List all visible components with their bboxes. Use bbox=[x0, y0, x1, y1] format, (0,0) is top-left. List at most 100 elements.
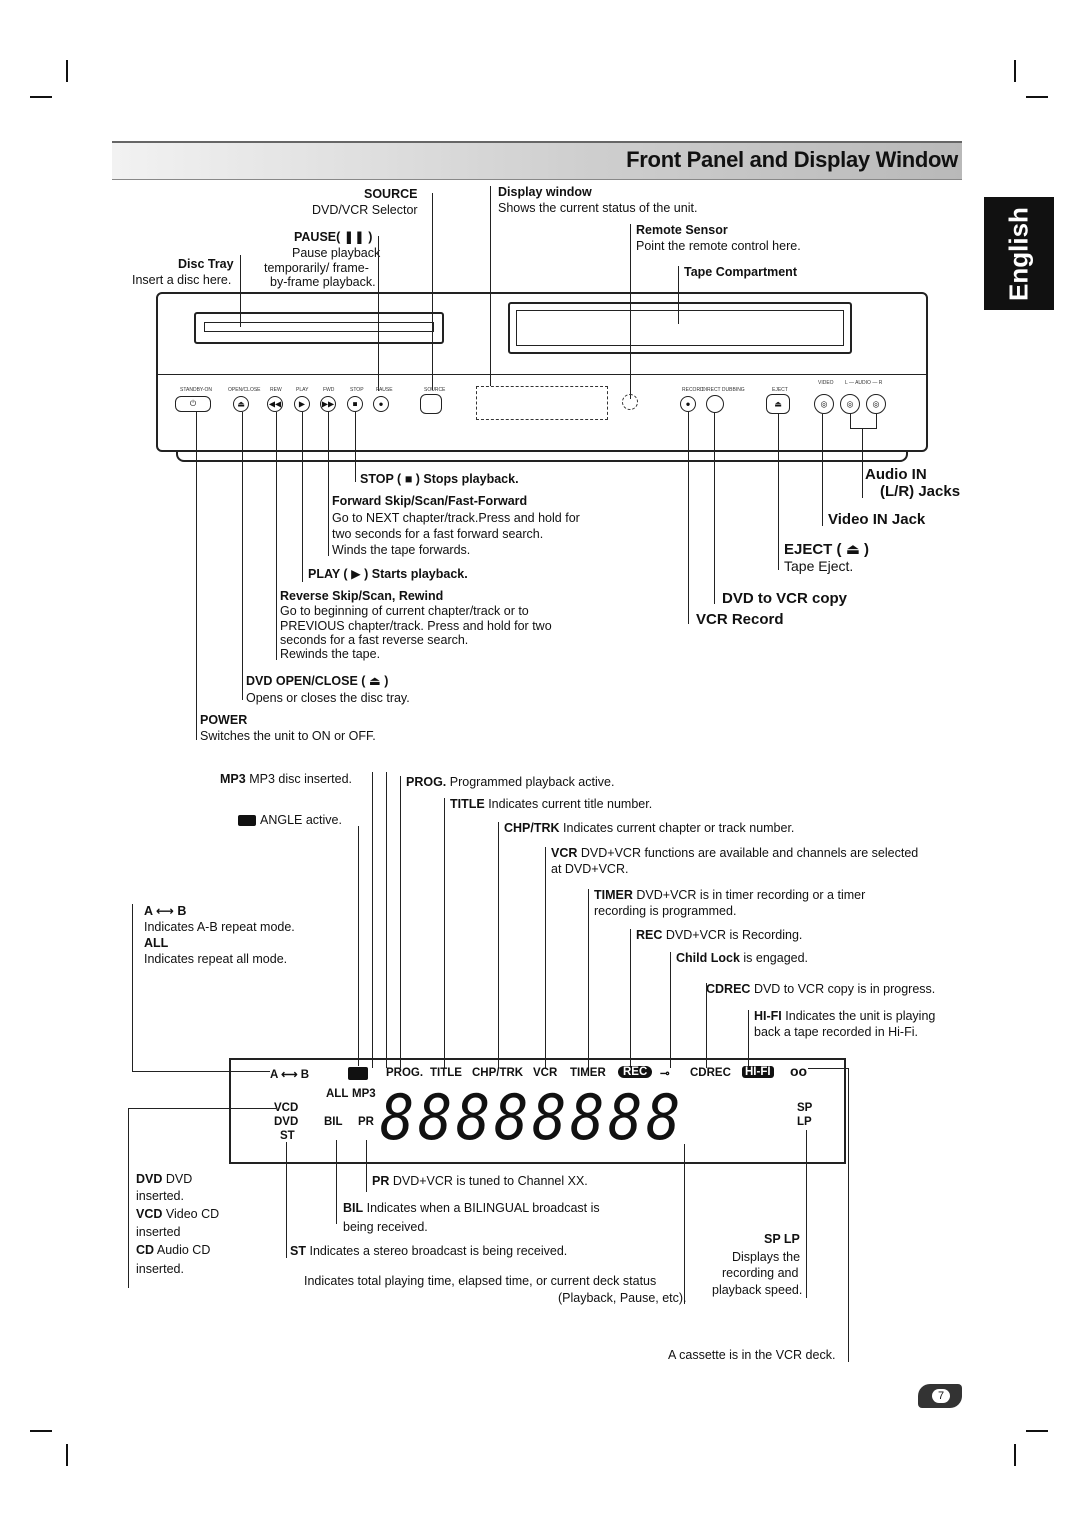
stop-label: STOP ( ■ ) Stops playback. bbox=[360, 472, 519, 486]
reverse-desc-2: PREVIOUS chapter/track. Press and hold f… bbox=[280, 619, 552, 633]
all-annot-desc: Indicates repeat all mode. bbox=[144, 952, 288, 966]
lcd-cassette-icon: oo bbox=[790, 1063, 808, 1079]
display-window-label: Display window bbox=[498, 185, 592, 199]
mp3-annot: MP3 MP3 disc inserted. bbox=[220, 772, 353, 786]
play-icon: ▶ bbox=[351, 567, 361, 581]
power-icon: ⏻ bbox=[189, 399, 197, 408]
crop-mark bbox=[66, 60, 68, 82]
direct-dubbing-button[interactable] bbox=[706, 395, 724, 413]
hifi-annot: HI-FI Indicates the unit is playing bbox=[754, 1009, 936, 1023]
crop-mark bbox=[1014, 1444, 1016, 1466]
fwd-button[interactable]: ▶▶ bbox=[320, 396, 336, 412]
rew-button[interactable]: ◀◀ bbox=[267, 396, 283, 412]
panel-label-fwd: FWD bbox=[323, 387, 335, 393]
all-annot-key: ALL bbox=[144, 936, 169, 950]
lcd-display bbox=[229, 1058, 846, 1164]
display-window bbox=[476, 386, 608, 420]
reverse-label: Reverse Skip/Scan, Rewind bbox=[280, 589, 444, 603]
play-label: PLAY ( ▶ ) Starts playback. bbox=[308, 567, 468, 581]
source-desc: DVD/VCR Selector bbox=[312, 203, 418, 217]
panel-label-record: RECORD bbox=[682, 387, 704, 393]
eject-button[interactable]: ⏏ bbox=[766, 394, 790, 414]
remote-sensor-desc: Point the remote control here. bbox=[636, 239, 801, 253]
lcd-vcd: VCD bbox=[274, 1102, 299, 1114]
lcd-camera-icon bbox=[348, 1067, 368, 1080]
title-annot: TITLE Indicates current title number. bbox=[450, 797, 653, 811]
lcd-all: ALL bbox=[326, 1088, 349, 1100]
audio-in-left-jack[interactable]: ◎ bbox=[840, 394, 860, 414]
eject-icon: ⏏ bbox=[237, 399, 245, 409]
vcd-disc-annot-2: inserted bbox=[136, 1225, 181, 1239]
camera-icon bbox=[238, 815, 256, 827]
display-window-desc: Shows the current status of the unit. bbox=[498, 201, 698, 215]
power-label: POWER bbox=[200, 713, 248, 727]
pause-desc-1: Pause playback bbox=[292, 246, 381, 260]
source-label: SOURCE bbox=[364, 187, 418, 201]
forward-desc-2: two seconds for a fast forward search. bbox=[332, 527, 544, 541]
sp-lp-annot-key: SP LP bbox=[764, 1232, 800, 1246]
page-number: 7 bbox=[932, 1389, 950, 1403]
crop-mark bbox=[30, 96, 52, 98]
reverse-desc-1: Go to beginning of current chapter/track… bbox=[280, 604, 529, 618]
audio-in-right-jack[interactable]: ◎ bbox=[866, 394, 886, 414]
lcd-bil: BIL bbox=[324, 1116, 343, 1128]
panel-label-direct-dubbing: DIRECT DUBBING bbox=[702, 387, 745, 393]
rec-annot: REC DVD+VCR is Recording. bbox=[636, 928, 803, 942]
remote-sensor-label: Remote Sensor bbox=[636, 223, 728, 237]
ab-annot-key: A ⟷ B bbox=[144, 904, 187, 918]
lcd-digits: 88888888 bbox=[380, 1081, 685, 1154]
lcd-prog: PROG. bbox=[386, 1067, 424, 1079]
pr-annot: PR DVD+VCR is tuned to Channel XX. bbox=[372, 1174, 588, 1188]
source-button[interactable] bbox=[420, 394, 442, 414]
crop-mark bbox=[1014, 60, 1016, 82]
lcd-key-icon: ⊸ bbox=[660, 1068, 670, 1080]
language-tab: English bbox=[984, 197, 1054, 310]
play-icon: ▶ bbox=[298, 399, 306, 409]
tape-compartment-label: Tape Compartment bbox=[684, 265, 797, 279]
video-in-jack[interactable]: ◎ bbox=[814, 394, 834, 414]
panel-label-stop: STOP bbox=[350, 387, 364, 393]
pause-button[interactable]: ● bbox=[373, 396, 389, 412]
standby-on-button[interactable]: ⏻ bbox=[175, 396, 211, 412]
total-time-annot-2: (Playback, Pause, etc). bbox=[558, 1291, 687, 1305]
crop-mark bbox=[1026, 96, 1048, 98]
child-lock-annot: Child Lock is engaged. bbox=[676, 951, 809, 965]
bil-annot: BIL Indicates when a BILINGUAL broadcast… bbox=[343, 1201, 600, 1215]
open-close-button[interactable]: ⏏ bbox=[233, 396, 249, 412]
disc-tray[interactable] bbox=[194, 312, 444, 344]
sp-lp-annot-1: Displays the bbox=[732, 1250, 801, 1264]
panel-divider bbox=[158, 374, 926, 375]
panel-label-pause: PAUSE bbox=[376, 387, 393, 393]
open-close-desc: Opens or closes the disc tray. bbox=[246, 691, 410, 705]
angle-annot: ANGLE active. bbox=[238, 813, 342, 829]
eject-icon: ⏏ bbox=[845, 541, 860, 558]
vcr-record-label: VCR Record bbox=[696, 611, 784, 628]
play-button[interactable]: ▶ bbox=[294, 396, 310, 412]
eject-icon: ⏏ bbox=[368, 674, 381, 688]
tape-compartment[interactable] bbox=[508, 302, 852, 354]
lcd-hifi: HI-FI bbox=[742, 1066, 774, 1078]
dvd-disc-annot-2: inserted. bbox=[136, 1189, 184, 1203]
panel-label-source: SOURCE bbox=[424, 387, 446, 393]
eject-desc: Tape Eject. bbox=[784, 558, 854, 574]
lcd-vcr: VCR bbox=[533, 1067, 558, 1079]
disc-slot bbox=[204, 322, 434, 332]
st-annot: ST Indicates a stereo broadcast is being… bbox=[290, 1244, 568, 1258]
record-button[interactable]: ● bbox=[680, 396, 696, 412]
lcd-sp: SP bbox=[797, 1102, 813, 1114]
panel-label-audio: L — AUDIO — R bbox=[845, 380, 883, 386]
ab-annot-desc: Indicates A-B repeat mode. bbox=[144, 920, 295, 934]
stop-button[interactable]: ■ bbox=[347, 396, 363, 412]
forward-desc-1: Go to NEXT chapter/track.Press and hold … bbox=[332, 511, 580, 525]
language-tab-label: English bbox=[1003, 206, 1034, 301]
audio-in-label: Audio IN bbox=[865, 466, 927, 483]
lcd-ab: A ⟷ B bbox=[270, 1069, 310, 1081]
pause-desc-3: by-frame playback. bbox=[270, 275, 376, 289]
disc-tray-desc: Insert a disc here. bbox=[132, 273, 232, 287]
open-close-label: DVD OPEN/CLOSE ( ⏏ ) bbox=[246, 674, 389, 688]
sp-lp-annot-2: recording and bbox=[722, 1266, 799, 1280]
rewind-icon: ◀◀ bbox=[268, 399, 282, 409]
vcd-disc-annot: VCD Video CD bbox=[136, 1207, 220, 1221]
dvd-to-vcr-label: DVD to VCR copy bbox=[722, 590, 848, 607]
lcd-pr: PR bbox=[358, 1116, 374, 1128]
